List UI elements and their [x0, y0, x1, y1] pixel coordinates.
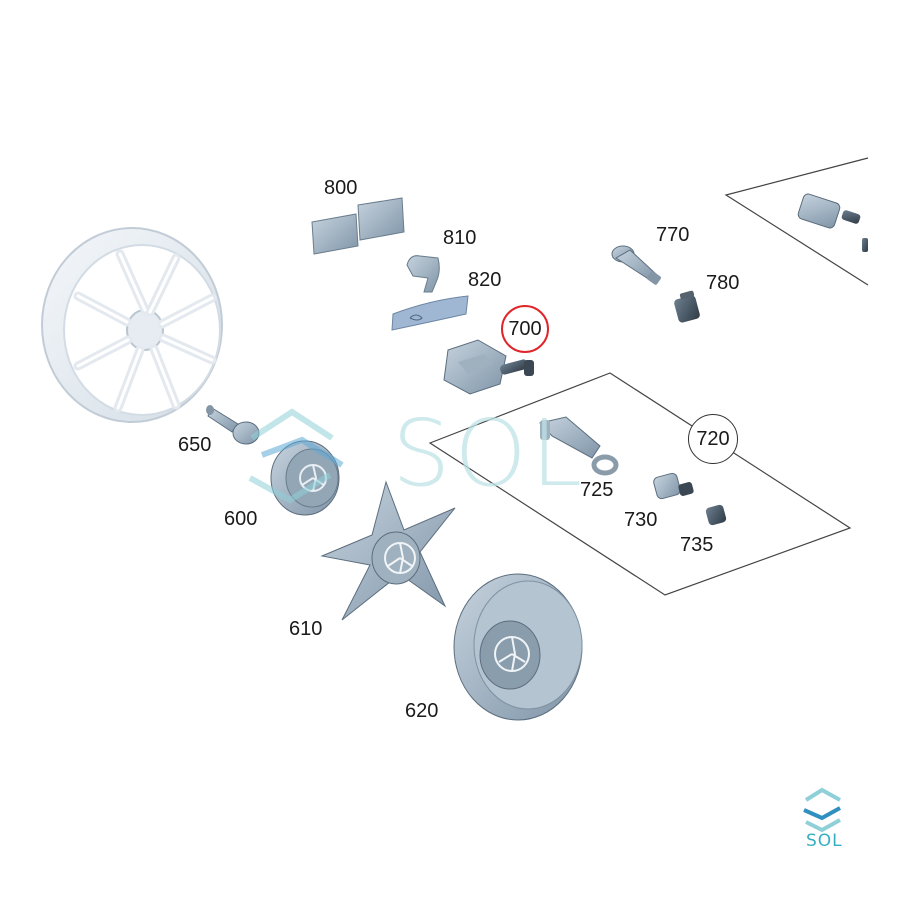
valve-kit-box	[428, 372, 852, 596]
label-820: 820	[468, 269, 502, 291]
center-cap-star-icon	[320, 480, 456, 621]
wheel-rim-icon	[41, 227, 223, 423]
kit-valve-nut-icon	[653, 472, 694, 500]
mounting-strip-icon	[391, 295, 469, 331]
label-780: 780	[706, 272, 740, 294]
aero-disc-icon	[453, 573, 583, 721]
label-620: 620	[405, 700, 439, 722]
wheel-bolt-icon	[206, 405, 260, 445]
label-800: 800	[324, 177, 358, 199]
label-770: 770	[656, 224, 690, 246]
brand-logo-icon	[803, 787, 841, 833]
label-735: 735	[680, 534, 714, 556]
label-610: 610	[289, 618, 323, 640]
label-730: 730	[624, 509, 658, 531]
inset-box-partial	[724, 157, 869, 286]
valve-cap-icon	[674, 290, 700, 323]
brand-logo-text: SOL	[806, 831, 843, 851]
kit-sealing-ring-icon	[591, 454, 619, 476]
label-600: 600	[224, 508, 258, 530]
valve-stem-icon	[611, 245, 661, 285]
label-700-highlighted: 700	[501, 305, 549, 353]
adhesive-pads-icon	[311, 197, 405, 255]
label-810: 810	[443, 227, 477, 249]
kit-valve-cap-icon	[705, 504, 727, 526]
tpms-sensor-icon	[443, 339, 534, 395]
watermark-logo-icon	[248, 408, 344, 504]
label-720-circled: 720	[688, 414, 738, 464]
kit-valve-stem-icon	[539, 416, 601, 459]
watermark-text: SOL	[392, 400, 587, 507]
inset-sensor-icon	[797, 193, 868, 252]
label-725: 725	[580, 479, 614, 501]
label-650: 650	[178, 434, 212, 456]
sensor-clip-icon	[406, 255, 440, 293]
